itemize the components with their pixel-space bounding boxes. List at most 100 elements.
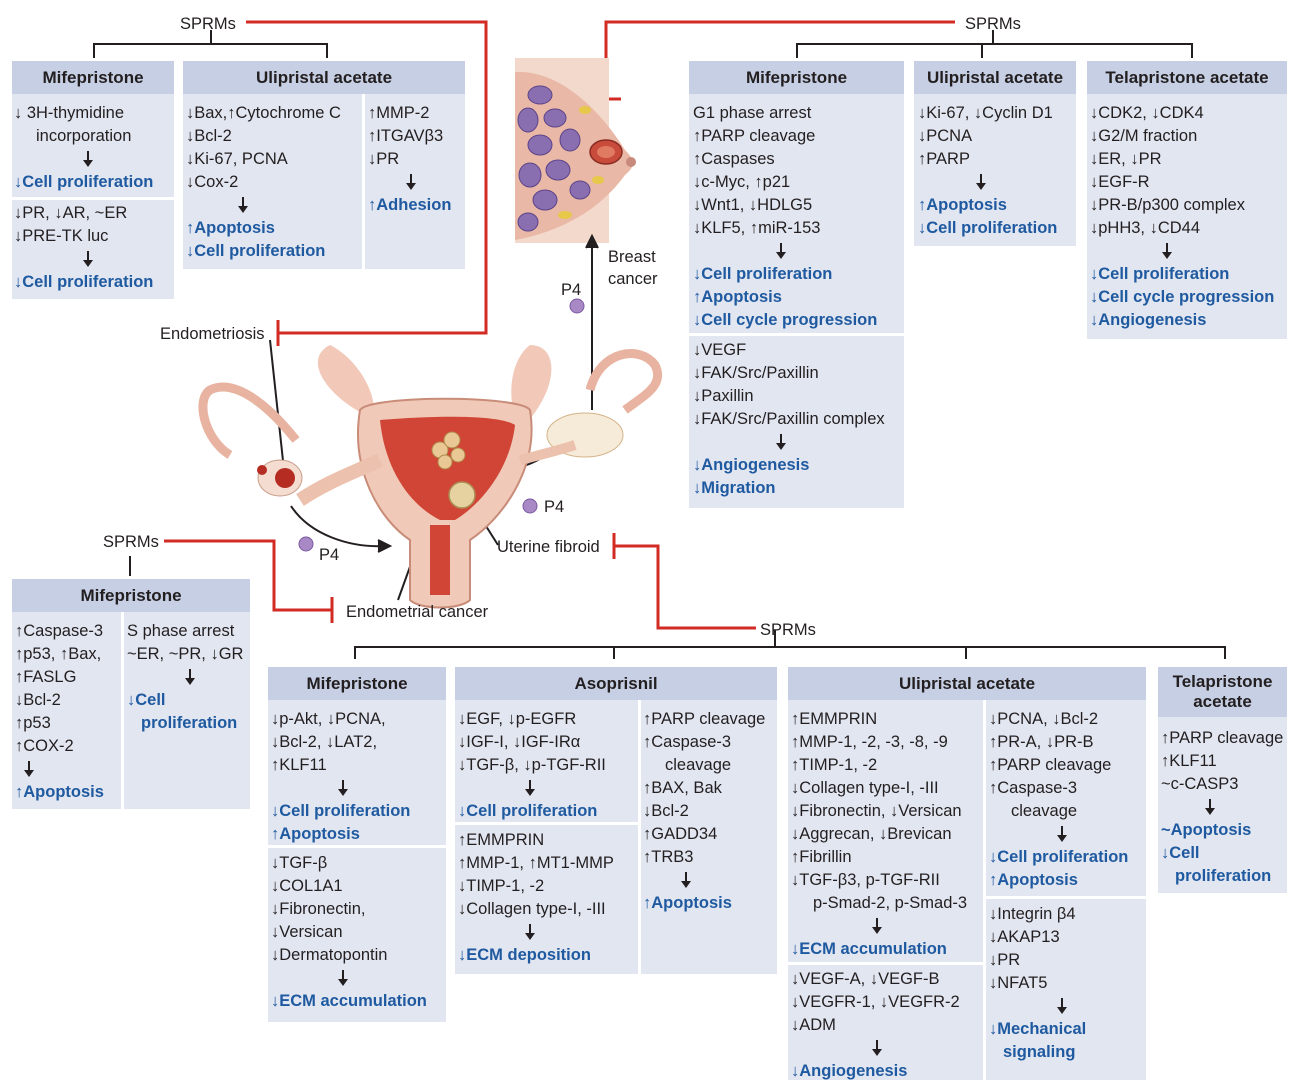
outcome-line: ↓Angiogenesis: [1090, 309, 1274, 332]
outcome-line: ↑Apoptosis: [693, 286, 877, 309]
marker-line: G1 phase arrest: [693, 102, 877, 125]
marker-line: cleavage: [989, 800, 1128, 823]
marker-line: ↓Bcl-2, ↓LAT2,: [271, 731, 410, 754]
outcome-line: ↓Angiogenesis: [791, 1060, 960, 1083]
marker-line: ~ER, ~PR, ↓GR: [127, 643, 243, 666]
outcome-line: ↓Cell proliferation: [918, 217, 1057, 240]
marker-line: ↓KLF5, ↑miR-153: [693, 217, 877, 240]
marker-line: ↑EMMPRIN: [791, 708, 967, 731]
divider: [121, 612, 124, 809]
marker-line: ↑MMP-1, -2, -3, -8, -9: [791, 731, 967, 754]
marker-line: ↑MMP-1, ↑MT1-MMP: [458, 852, 614, 875]
marker-line: ↓ 3H-thymidine: [14, 102, 153, 125]
breast-ulipristal-header: Ulipristal acetate: [914, 61, 1076, 94]
marker-line: ↓TIMP-1, -2: [458, 875, 614, 898]
marker-line: ↑Caspases: [693, 148, 877, 171]
down-arrow-icon: [14, 148, 153, 171]
marker-line: ↑PR-A, ↓PR-B: [989, 731, 1128, 754]
marker-line: ↓Versican: [271, 921, 427, 944]
marker-line: p-Smad-2, p-Smad-3: [791, 892, 967, 915]
sprms-label-fibroid: SPRMs: [760, 620, 816, 640]
marker-line: ↑Caspase-3: [15, 620, 104, 643]
sprms-label-endometrial: SPRMs: [103, 532, 159, 552]
divider: [986, 896, 1146, 899]
fibroid-asoprisnil-panel-1: ↓EGF, ↓p-EGFR↓IGF-I, ↓IGF-IRα↓TGF-β, ↓p-…: [458, 708, 606, 823]
marker-line: ↓Dermatopontin: [271, 944, 427, 967]
fibroid-ulipristal-panel-1: ↑EMMPRIN↑MMP-1, -2, -3, -8, -9↑TIMP-1, -…: [791, 708, 967, 961]
fibroid-telapristone-header-line1: Telapristone: [1173, 672, 1273, 692]
down-arrow-icon: [989, 995, 1086, 1018]
breast-telapristone-panel-1: ↓CDK2, ↓CDK4↓G2/M fraction↓ER, ↓PR↓EGF-R…: [1090, 102, 1274, 332]
marker-line: ↓Collagen type-I, -III: [791, 777, 967, 800]
marker-line: ↑p53: [15, 712, 104, 735]
divider: [12, 197, 174, 200]
down-arrow-icon: [186, 194, 341, 217]
outcome-line: ↓ECM deposition: [458, 944, 614, 967]
marker-line: ↑BAX, Bak: [643, 777, 765, 800]
marker-line: ↓Collagen type-I, -III: [458, 898, 614, 921]
endometrial-cancer-label: Endometrial cancer: [346, 602, 488, 622]
endometrial-mifepristone-panel-1: ↑Caspase-3↑p53, ↑Bax,↑FASLG↓Bcl-2↑p53↑CO…: [15, 620, 104, 804]
down-arrow-icon: [271, 777, 410, 800]
fibroid-telapristone-header-line2: acetate: [1193, 692, 1252, 712]
fibroid-telapristone-panel-1: ↑PARP cleavage↑KLF11~c-CASP3~Apoptosis↓C…: [1161, 727, 1283, 888]
outcome-line: ↓Angiogenesis: [693, 454, 885, 477]
down-arrow-icon: [458, 777, 606, 800]
marker-line: ↑ITGAVβ3: [368, 125, 451, 148]
breast-telapristone-header: Telapristone acetate: [1087, 61, 1287, 94]
endometriosis-mifepristone-panel-1: ↓ 3H-thymidineincorporation↓Cell prolife…: [14, 102, 153, 194]
marker-line: ↓VEGF: [693, 339, 885, 362]
outcome-line: ↓Cell proliferation: [271, 800, 410, 823]
marker-line: ↑PARP: [918, 148, 1057, 171]
marker-line: ↓Bcl-2: [15, 689, 104, 712]
divider: [638, 700, 641, 974]
marker-line: ↓AKAP13: [989, 926, 1086, 949]
marker-line: ↓ADM: [791, 1014, 960, 1037]
outcome-line: ↑Apoptosis: [186, 217, 341, 240]
marker-line: ↓Fibronectin,: [271, 898, 427, 921]
marker-line: ↑FASLG: [15, 666, 104, 689]
marker-line: S phase arrest: [127, 620, 243, 643]
outcome-line: proliferation: [127, 712, 243, 735]
breast-mifepristone-panel-2: ↓VEGF↓FAK/Src/Paxillin↓Paxillin↓FAK/Src/…: [693, 339, 885, 500]
breast-cancer-label-line1: Breast: [608, 247, 656, 267]
fibroid-ulipristal-panel-3: ↓PCNA, ↓Bcl-2↑PR-A, ↓PR-B↑PARP cleavage↑…: [989, 708, 1128, 892]
down-arrow-icon: [271, 967, 427, 990]
marker-line: ↓Paxillin: [693, 385, 885, 408]
down-arrow-icon: [15, 758, 104, 781]
marker-line: ↑Caspase-3: [989, 777, 1128, 800]
marker-line: ↑KLF11: [1161, 750, 1283, 773]
endometriosis-ulipristal-panel-1: ↓Bax,↑Cytochrome C↓Bcl-2↓Ki-67, PCNA↓Cox…: [186, 102, 341, 263]
down-arrow-icon: [989, 823, 1128, 846]
outcome-line: ↑Apoptosis: [989, 869, 1128, 892]
marker-line: ↓Bcl-2: [186, 125, 341, 148]
outcome-line: ↑Apoptosis: [271, 823, 410, 846]
outcome-line: ↑Apoptosis: [918, 194, 1057, 217]
sprms-label-breast: SPRMs: [965, 14, 1021, 34]
down-arrow-icon: [791, 1037, 960, 1060]
endometriosis-label: Endometriosis: [160, 324, 265, 344]
breast-illustration: [515, 58, 636, 243]
marker-line: ↑GADD34: [643, 823, 765, 846]
down-arrow-icon: [127, 666, 243, 689]
outcome-line: ↓Cell cycle progression: [1090, 286, 1274, 309]
outcome-line: ↓Migration: [693, 477, 885, 500]
marker-line: ↓Fibronectin, ↓Versican: [791, 800, 967, 823]
outcome-line: ~Apoptosis: [1161, 819, 1283, 842]
marker-line: ↑COX-2: [15, 735, 104, 758]
outcome-line: ↓Cell: [1161, 842, 1283, 865]
breast-cancer-label-line2: cancer: [608, 269, 658, 289]
outcome-line: ↓Mechanical: [989, 1018, 1086, 1041]
fibroid-asoprisnil-panel-3: ↑PARP cleavage↑Caspase-3cleavage↑BAX, Ba…: [643, 708, 765, 915]
marker-line: ↑p53, ↑Bax,: [15, 643, 104, 666]
p4-label-fibroid: P4: [544, 497, 564, 517]
uterus-illustration: [203, 345, 658, 608]
p4-label-endometriosis: P4: [319, 545, 339, 565]
outcome-line: ↓Cell proliferation: [693, 263, 877, 286]
outcome-line: ↓Cell proliferation: [14, 271, 153, 294]
marker-line: ↓PRE-TK luc: [14, 225, 153, 248]
marker-line: ↓FAK/Src/Paxillin complex: [693, 408, 885, 431]
breast-ulipristal-panel-1: ↓Ki-67, ↓Cyclin D1↓PCNA↑PARP↑Apoptosis↓C…: [918, 102, 1057, 240]
